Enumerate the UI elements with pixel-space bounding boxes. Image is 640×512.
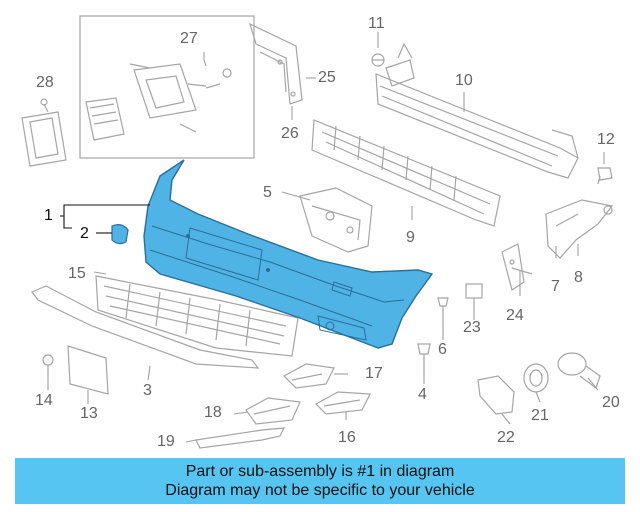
callout-14: 14	[35, 392, 53, 409]
banner-line-1: Part or sub-assembly is #1 in diagram	[185, 463, 455, 480]
part-14-clip	[42, 354, 54, 376]
part-1-bumper-cover	[143, 159, 434, 349]
callout-2: 2	[80, 225, 89, 242]
callout-16: 16	[338, 429, 356, 446]
callout-1: 1	[44, 207, 53, 224]
callout-20: 20	[602, 394, 620, 411]
part-5-bracket	[299, 187, 373, 253]
part-19-strip	[195, 427, 286, 449]
part-18-trim	[245, 397, 301, 425]
part-2-cap	[111, 224, 129, 245]
info-banner: Part or sub-assembly is #1 in diagram Di…	[15, 458, 625, 504]
part-24-bracket	[501, 243, 533, 291]
callout-10: 10	[455, 72, 473, 89]
callout-25: 25	[318, 69, 336, 86]
banner-line-2: Diagram may not be specific to your vehi…	[165, 482, 475, 499]
part-17-trim	[283, 363, 335, 389]
callout-12: 12	[597, 131, 615, 148]
callout-8: 8	[574, 269, 583, 286]
part-10-reinforcement	[375, 42, 579, 179]
callout-21: 21	[531, 407, 549, 424]
callout-5: 5	[263, 184, 272, 201]
callout-28: 28	[36, 74, 54, 91]
callout-22: 22	[497, 429, 515, 446]
part-13-plate	[67, 345, 109, 395]
callout-27: 27	[180, 30, 198, 47]
part-27-module	[85, 63, 232, 141]
part-11-clip	[371, 53, 385, 67]
callout-19: 19	[157, 433, 175, 450]
part-25-bracket	[249, 22, 303, 105]
part-4-bolt	[417, 343, 431, 378]
callout-7: 7	[551, 278, 560, 295]
bracket-group-box	[79, 15, 255, 159]
part-21-ring	[523, 363, 549, 393]
part-15-grille	[95, 275, 299, 357]
part-12-bolt	[597, 167, 613, 185]
part-3-valance	[31, 285, 260, 369]
callout-13: 13	[80, 405, 98, 422]
leader-1	[60, 204, 150, 229]
part-28-frame	[21, 98, 67, 167]
callout-26: 26	[281, 125, 299, 142]
part-22-bracket	[477, 375, 515, 415]
callout-23: 23	[463, 319, 481, 336]
part-16-trim	[315, 391, 371, 415]
callout-11: 11	[368, 15, 385, 32]
part-8-bracket	[545, 199, 614, 259]
callout-4: 4	[418, 386, 427, 403]
callout-15: 15	[68, 265, 86, 282]
parts-diagram	[21, 15, 614, 449]
callout-3: 3	[143, 382, 152, 399]
callout-18: 18	[204, 404, 222, 421]
callout-24: 24	[506, 307, 524, 324]
part-6-bolt	[437, 297, 449, 330]
callout-6: 6	[438, 341, 447, 358]
part-23-connector	[465, 283, 483, 308]
part-9-absorber	[311, 119, 501, 227]
callout-9: 9	[406, 229, 415, 246]
part-20-sensor	[557, 352, 601, 389]
callout-17: 17	[365, 365, 383, 382]
